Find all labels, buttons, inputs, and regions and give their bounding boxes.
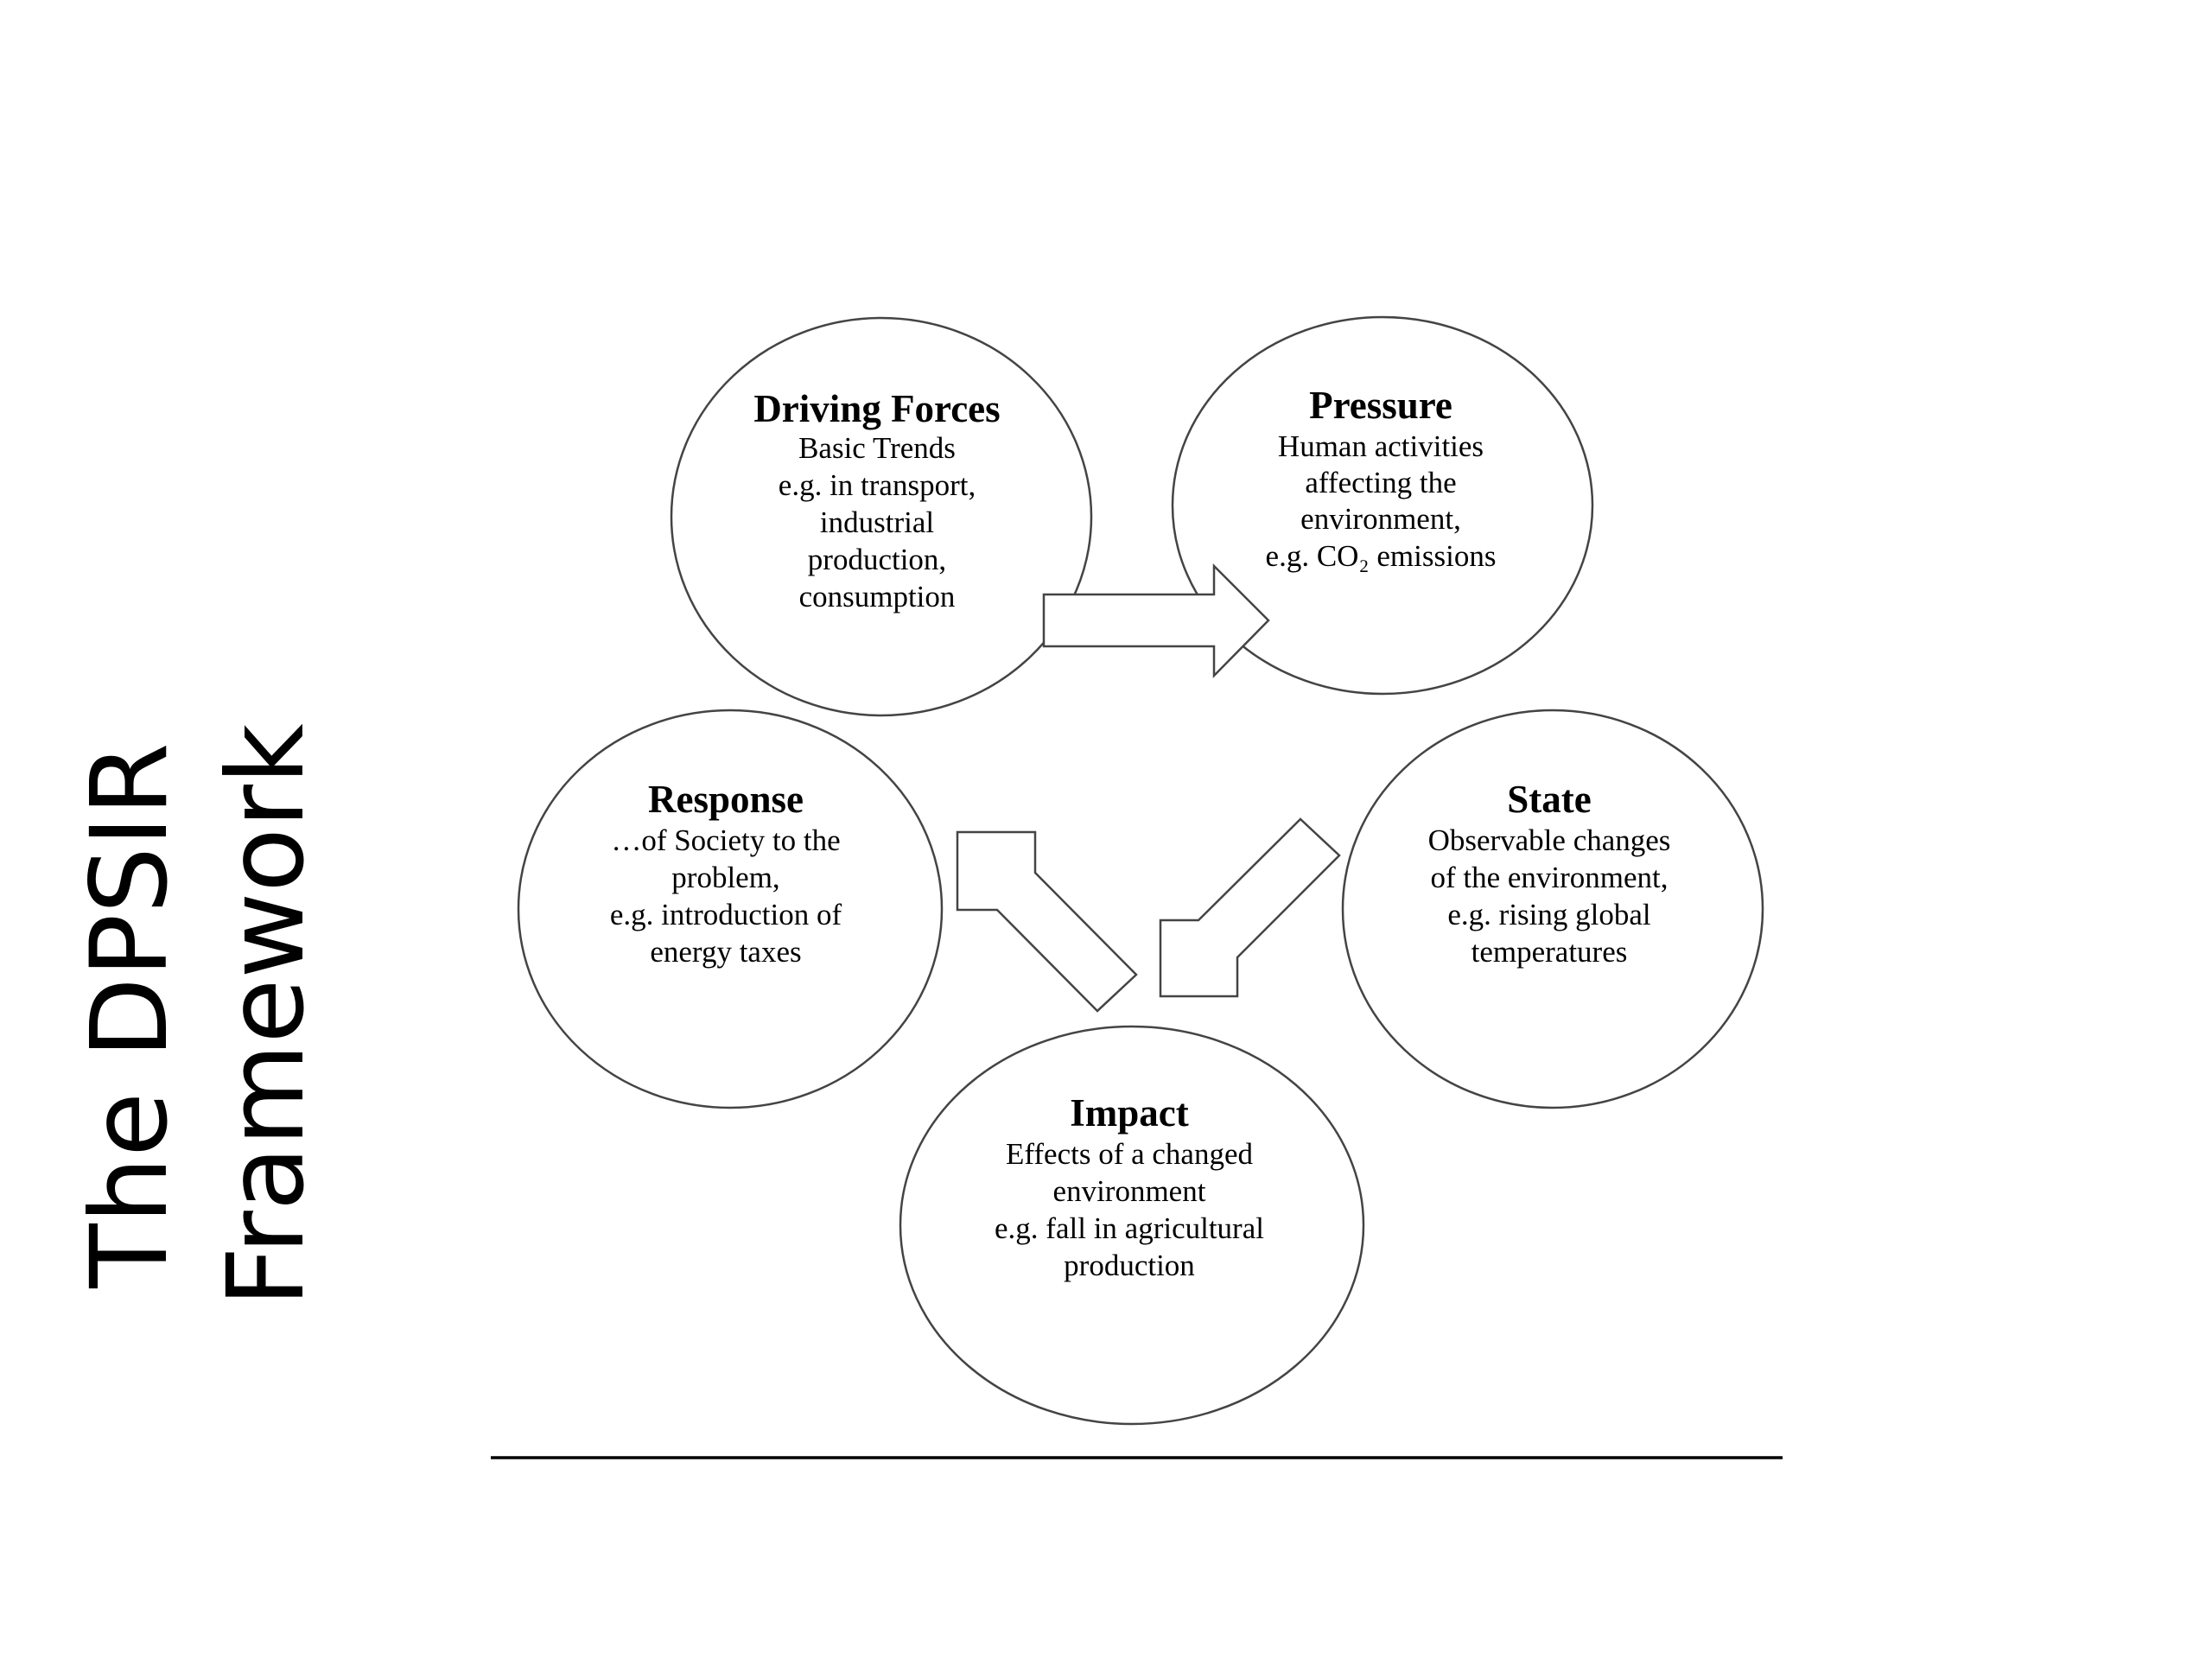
state-line: e.g. rising global xyxy=(1447,898,1651,931)
driving-forces-line: production, xyxy=(808,543,946,576)
response-line: e.g. introduction of xyxy=(610,898,842,931)
impact-node: Impact Effects of a changed environment … xyxy=(995,1091,1264,1282)
pressure-line: affecting the xyxy=(1305,466,1456,499)
state-node: State Observable changes of the environm… xyxy=(1428,778,1671,969)
state-line: temperatures xyxy=(1471,935,1628,969)
response-circle xyxy=(517,709,944,1109)
arrow-driving-to-pressure xyxy=(1042,563,1270,679)
response-title: Response xyxy=(648,778,804,821)
pressure-title: Pressure xyxy=(1309,384,1452,427)
impact-line: Effects of a changed xyxy=(1006,1137,1254,1171)
response-line: …of Society to the xyxy=(611,823,840,857)
impact-title: Impact xyxy=(1070,1091,1188,1135)
pressure-node: Pressure Human activities affecting the … xyxy=(1266,384,1497,573)
state-title: State xyxy=(1507,778,1591,821)
state-line: Observable changes xyxy=(1428,823,1671,857)
response-line: energy taxes xyxy=(650,935,801,969)
pressure-line: e.g. CO₂ emissions xyxy=(1266,539,1497,573)
arrow-impact-to-response xyxy=(956,830,1138,1013)
driving-forces-node: Driving Forces Basic Trends e.g. in tran… xyxy=(753,387,1000,613)
impact-line: production xyxy=(1064,1249,1195,1282)
pressure-circle xyxy=(1171,315,1594,696)
impact-line: environment xyxy=(1053,1174,1206,1208)
pressure-line: Human activities xyxy=(1278,429,1484,463)
driving-forces-circle xyxy=(670,316,1093,717)
impact-circle xyxy=(899,1025,1365,1426)
pressure-line: environment, xyxy=(1300,502,1461,536)
driving-forces-line: consumption xyxy=(799,580,956,613)
state-circle xyxy=(1341,709,1764,1109)
arrow-state-to-impact xyxy=(1159,817,1341,998)
driving-forces-line: Basic Trends xyxy=(798,431,956,465)
response-node: Response …of Society to the problem, e.g… xyxy=(610,778,842,969)
driving-forces-line: e.g. in transport, xyxy=(779,468,976,502)
impact-line: e.g. fall in agricultural xyxy=(995,1211,1264,1245)
state-line: of the environment, xyxy=(1430,861,1668,894)
response-line: problem, xyxy=(671,861,779,894)
driving-forces-title: Driving Forces xyxy=(753,387,1000,430)
driving-forces-line: industrial xyxy=(820,505,934,539)
